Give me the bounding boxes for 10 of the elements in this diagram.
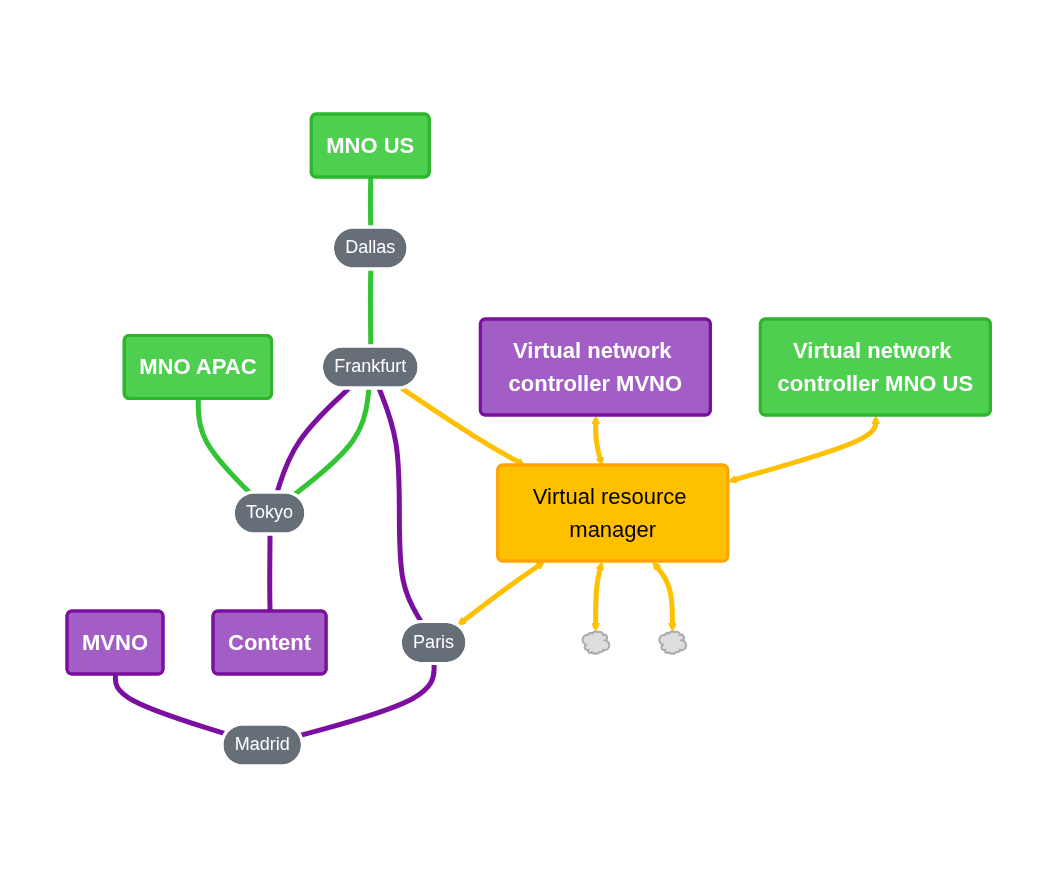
- connector: [299, 663, 437, 738]
- arrow: [591, 561, 604, 632]
- arrow: [652, 560, 677, 632]
- node-cloud: [581, 630, 611, 655]
- node-cloud: [658, 630, 687, 655]
- arrow: [727, 415, 880, 484]
- connector: [112, 673, 227, 736]
- arrow: [457, 560, 545, 626]
- connector: [367, 268, 374, 346]
- connector: [292, 387, 372, 497]
